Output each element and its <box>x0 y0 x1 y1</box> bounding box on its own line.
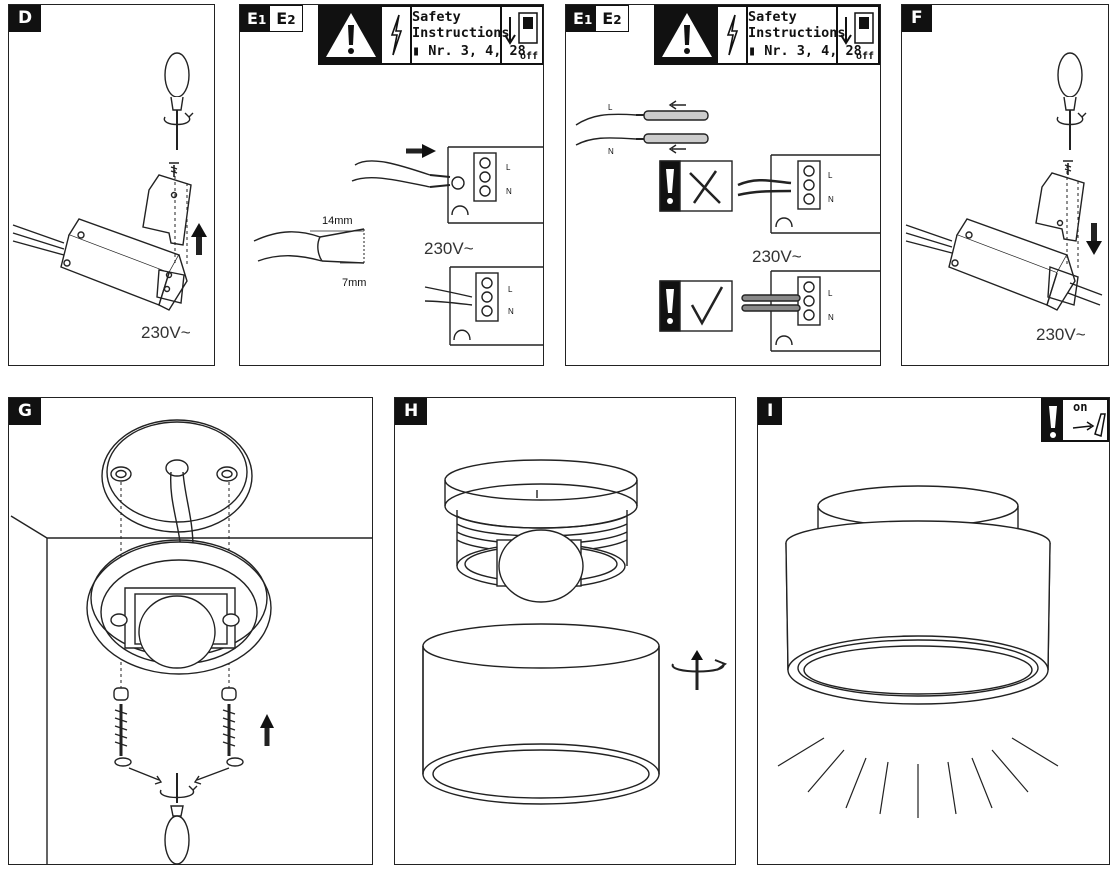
tag-e1-number: 1 <box>583 13 593 27</box>
panel-e-check-illustration <box>575 100 880 352</box>
terminal-l-label: L <box>828 171 833 180</box>
tag-e2-number: 2 <box>287 13 296 27</box>
tag-e1-number: 1 <box>257 13 267 27</box>
terminal-l-label-lower: L <box>508 285 513 294</box>
wire-n-label: N <box>608 147 614 156</box>
wire-l-label: L <box>608 103 613 112</box>
warning-icon <box>656 7 718 63</box>
panel-d-label: D <box>9 5 42 32</box>
panel-g: G <box>8 397 373 865</box>
tag-e2-letter: E <box>276 9 288 28</box>
switch-off-label: off <box>855 51 874 62</box>
tag-e2-letter: E <box>602 9 614 28</box>
panel-h-illustration <box>422 459 728 805</box>
panel-h: H <box>394 397 736 865</box>
voltage-label: 230V~ <box>752 247 802 266</box>
lightning-icon <box>382 7 412 63</box>
switch-on-label: on <box>1073 400 1088 414</box>
switch-off-icon: off <box>500 7 542 63</box>
panel-h-label: H <box>395 398 428 425</box>
book-icon: ▮ <box>412 43 429 59</box>
safety-title: Safety <box>412 9 461 25</box>
tag-e1-letter: E <box>573 9 584 28</box>
terminal-n-label-lower: N <box>508 307 514 316</box>
safety-title: Safety <box>748 9 797 25</box>
switch-on-notice: on <box>1041 398 1109 442</box>
switch-off-label: off <box>519 51 538 62</box>
panel-g-label: G <box>9 398 41 425</box>
panel-e-check-label: E1 E2 <box>566 5 629 32</box>
lightning-icon <box>718 7 748 63</box>
safety-subtitle: Instructions <box>412 25 510 41</box>
panel-d: D 230V~ <box>8 4 215 366</box>
strip-length-short: 7mm <box>342 277 367 289</box>
switch-off-icon: off <box>836 7 878 63</box>
panel-f-illustration <box>905 52 1103 311</box>
panel-f: F 230V~ <box>901 4 1109 366</box>
voltage-label: 230V~ <box>424 239 474 258</box>
book-icon: ▮ <box>748 43 765 59</box>
terminal-l-label-lower: L <box>828 289 833 298</box>
safety-subtitle: Instructions <box>748 25 846 41</box>
terminal-l-label: L <box>506 163 511 172</box>
terminal-n-label: N <box>828 195 834 204</box>
panel-i: I on <box>757 397 1110 865</box>
switch-on-icon <box>1072 413 1106 437</box>
terminal-n-label-lower: N <box>828 313 834 322</box>
panel-i-label: I <box>758 398 783 425</box>
panel-g-illustration <box>10 419 372 864</box>
panel-e-illustration <box>253 144 543 346</box>
strip-length-long: 14mm <box>322 215 353 227</box>
terminal-n-label: N <box>506 187 512 196</box>
panel-f-label: F <box>902 5 932 32</box>
tag-e1-letter: E <box>247 9 258 28</box>
warning-icon <box>1043 400 1063 442</box>
panel-e-label: E1 E2 <box>240 5 303 32</box>
voltage-label: 230V~ <box>141 323 191 342</box>
panel-d-illustration <box>12 52 207 311</box>
warning-icon <box>320 7 382 63</box>
tag-e2-number: 2 <box>613 13 622 27</box>
panel-i-illustration <box>777 485 1059 818</box>
voltage-label: 230V~ <box>1036 325 1086 344</box>
